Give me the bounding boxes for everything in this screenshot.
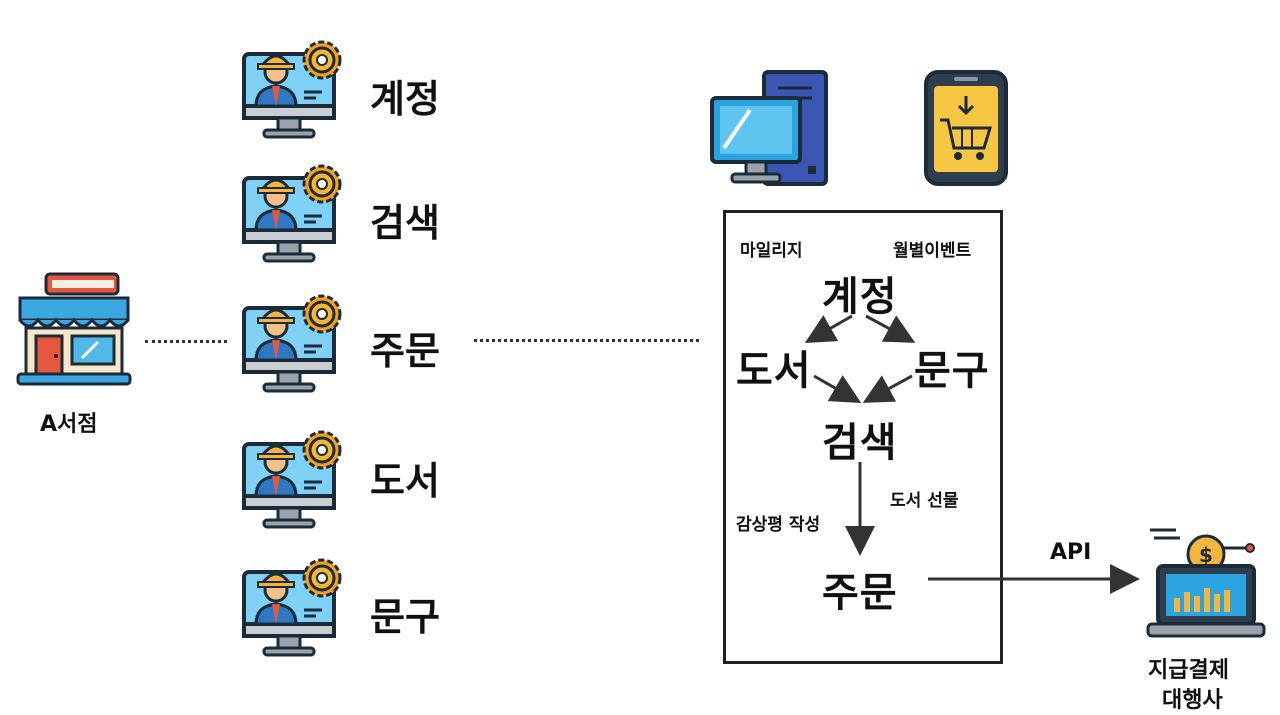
svg-text:$: $: [1199, 543, 1213, 567]
flow-node-order: 주문: [822, 570, 898, 616]
developer-icon: [242, 552, 350, 664]
developer-icon: [242, 158, 350, 270]
developer-icon: [242, 34, 350, 146]
flow-box: [723, 210, 1003, 664]
desktop-computer-icon: [708, 68, 832, 188]
store-label: A서점: [40, 412, 98, 437]
developer-item: [242, 288, 350, 400]
developer-item: [242, 424, 350, 536]
payment-label-line1: 지급결제: [1148, 658, 1229, 683]
payment-laptop-icon: $: [1146, 520, 1270, 642]
mobile-shop-icon: [922, 70, 1010, 188]
developer-label: 문구: [370, 595, 440, 639]
monthly-event-note: 월별이벤트: [893, 241, 972, 261]
api-label: API: [1050, 540, 1092, 565]
system-connector: [474, 339, 699, 342]
flow-node-books: 도서: [736, 348, 812, 394]
developer-label: 검색: [370, 201, 440, 245]
flow-node-account: 계정: [822, 274, 898, 320]
developer-item: [242, 552, 350, 664]
flow-node-search: 검색: [822, 420, 898, 466]
gift-note: 도서 선물: [890, 491, 959, 511]
review-note: 감상평 작성: [736, 515, 821, 535]
developer-label: 도서: [370, 459, 440, 503]
developer-item: [242, 34, 350, 146]
developer-icon: [242, 288, 350, 400]
flow-node-stationery: 문구: [914, 348, 990, 394]
developer-icon: [242, 424, 350, 536]
store-connector: [145, 340, 227, 343]
store-icon: [16, 268, 132, 388]
developer-label: 주문: [370, 329, 440, 373]
developer-item: [242, 158, 350, 270]
developer-label: 계정: [370, 77, 440, 121]
payment-label-line2: 대행사: [1162, 688, 1223, 713]
mileage-note: 마일리지: [740, 241, 803, 261]
